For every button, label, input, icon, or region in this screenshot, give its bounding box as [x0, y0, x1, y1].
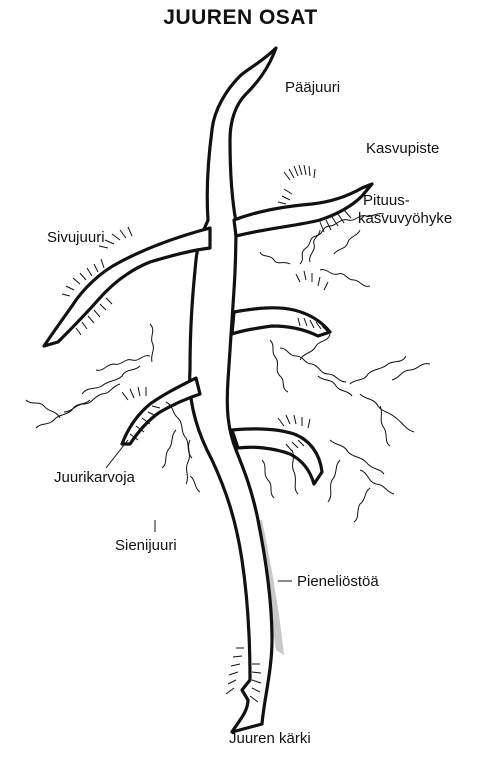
- right-middle-root: [232, 308, 330, 336]
- left-lower-root: [122, 378, 200, 444]
- label-pituus-line1: Pituus-: [363, 192, 410, 209]
- kasvupiste-root: [234, 184, 372, 236]
- label-juurikarvoja: Juurikarvoja: [54, 469, 135, 486]
- leader-juurikarvoja: [106, 440, 128, 468]
- label-pieneliostoa: Pieneliöstöä: [297, 573, 379, 590]
- label-paajuuri: Pääjuuri: [285, 79, 340, 96]
- label-sivujuuri: Sivujuuri: [47, 229, 105, 246]
- page-title: JUUREN OSAT: [0, 6, 481, 30]
- label-juuren-karki: Juuren kärki: [229, 730, 311, 747]
- main-root: [190, 48, 276, 732]
- label-kasvupiste: Kasvupiste: [366, 140, 439, 157]
- label-sienijuuri: Sienijuuri: [115, 537, 177, 554]
- label-pituus-line2: kasvuvyöhyke: [358, 210, 452, 227]
